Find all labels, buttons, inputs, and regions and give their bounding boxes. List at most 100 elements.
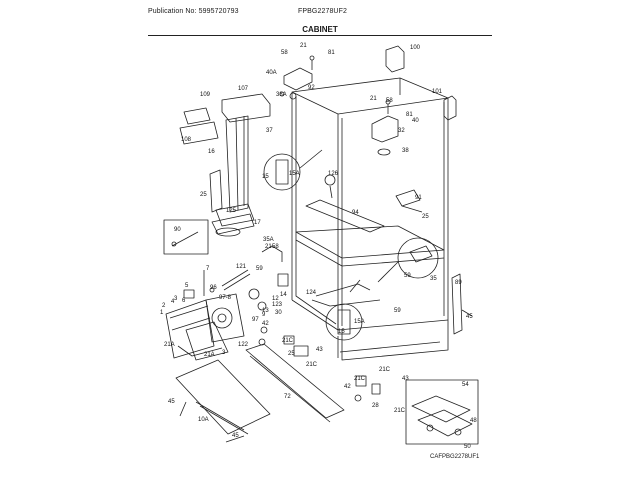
- hinge-bracket-100: [385, 45, 405, 73]
- part-label-97: 97: [252, 317, 259, 323]
- part-label-21a: 21A: [204, 352, 215, 358]
- part-label-40a: 40A: [266, 70, 277, 76]
- part-label-7: 7: [206, 266, 210, 272]
- part-label-42: 42: [344, 384, 351, 390]
- part-label-15a: 15A: [289, 171, 300, 177]
- part-label-30: 30: [275, 310, 282, 316]
- figure-code: CAFPBG2278UF1: [430, 454, 480, 460]
- part-label-32: 32: [398, 128, 405, 134]
- part-label-81: 81: [406, 112, 413, 118]
- part-label-92: 92: [308, 85, 315, 91]
- part-label-90: 90: [174, 227, 181, 233]
- part-14: [277, 273, 289, 287]
- publication-number: Publication No: 5995720793: [148, 8, 239, 15]
- part-label-16: 16: [208, 149, 215, 155]
- part-label-21c: 21C: [394, 408, 406, 414]
- part-label-58: 58: [281, 50, 288, 56]
- model-number: FPBG2278UF2: [298, 8, 347, 15]
- part-label-4: 4: [171, 299, 175, 305]
- part-label-3: 3: [174, 296, 178, 302]
- part-label-126: 126: [328, 171, 339, 177]
- part-label-125: 125: [226, 208, 237, 214]
- part-label-21c: 21C: [306, 362, 318, 368]
- part-label-43: 43: [316, 347, 323, 353]
- part-label-45: 45: [168, 399, 175, 405]
- section-title: CABINET: [302, 25, 338, 34]
- part-label-121: 121: [236, 264, 247, 270]
- part-label-59: 59: [404, 273, 411, 279]
- front-trim-72: [245, 343, 345, 423]
- part-label-89: 89: [455, 280, 462, 286]
- part-label-21c: 21C: [379, 367, 391, 373]
- part-label-94: 94: [352, 210, 359, 216]
- part-label-6: 6: [182, 298, 186, 304]
- panel-109: [183, 107, 211, 125]
- cabinet-shell: [291, 77, 449, 361]
- evaporator-housing: [165, 299, 229, 361]
- part-label-21: 21: [265, 244, 272, 250]
- part-label-58: 58: [386, 98, 393, 104]
- part-label-37: 37: [266, 128, 273, 134]
- top-hinge-left: [279, 55, 315, 100]
- part-label-38: 38: [402, 148, 409, 154]
- part-label-124: 124: [306, 290, 317, 296]
- header-divider: [148, 35, 492, 36]
- part-35a: [261, 245, 283, 262]
- part-label-14: 14: [280, 292, 287, 298]
- part-label-3: 3: [222, 350, 226, 356]
- part-label-35: 35: [430, 276, 437, 282]
- part-label-25: 25: [200, 192, 207, 198]
- part-label-15a: 15A: [354, 319, 365, 325]
- part-label-42: 42: [262, 321, 269, 327]
- part-label-28: 28: [372, 403, 379, 409]
- lower-hardware: [258, 326, 381, 402]
- part-91: [395, 189, 423, 213]
- part-label-81: 81: [328, 50, 335, 56]
- bracket-101: [443, 95, 457, 121]
- part-label-1: 1: [160, 310, 164, 316]
- part-label-15: 15: [262, 174, 269, 180]
- part-label-96: 96: [210, 285, 217, 291]
- part-label-108: 108: [181, 137, 192, 143]
- part-label-48: 48: [470, 418, 477, 424]
- part-124: [315, 283, 371, 297]
- part-label-40: 40: [412, 118, 419, 124]
- part-label-2: 2: [162, 303, 166, 309]
- part-label-17: 17: [254, 220, 261, 226]
- part-label-38a: 38A: [276, 92, 287, 98]
- parts-5-6-7: [183, 270, 215, 299]
- part-label-9: 9: [262, 312, 266, 318]
- bar-121: [221, 269, 251, 291]
- part-label-5: 5: [185, 283, 189, 289]
- part-label-45: 45: [232, 433, 239, 439]
- part-label-97-8: 97-8: [219, 295, 232, 301]
- part-label-45: 45: [466, 314, 473, 320]
- part-label-35a: 35A: [263, 237, 274, 243]
- top-hinge-right: [371, 99, 399, 156]
- detail-callout-lower: [325, 279, 363, 341]
- part-label-59: 59: [256, 266, 263, 272]
- part-label-101: 101: [432, 89, 443, 95]
- side-bracket-89: [451, 273, 473, 335]
- part-label-10a: 10A: [198, 417, 209, 423]
- part-label-122: 122: [238, 342, 249, 348]
- part-label-13: 13: [262, 308, 269, 314]
- part-label-58: 58: [272, 244, 279, 250]
- detail-callout-upper: [263, 149, 323, 191]
- part-label-59: 59: [394, 308, 401, 314]
- part-label-21c: 21C: [282, 338, 294, 344]
- screw-45-bottom: [225, 435, 245, 443]
- panel-108: [179, 121, 219, 145]
- part-label-15: 15: [338, 329, 345, 335]
- part-label-109: 109: [200, 92, 211, 98]
- part-label-100: 100: [410, 45, 421, 51]
- part-label-21c: 21C: [354, 376, 366, 382]
- screw-45-left: [179, 401, 187, 417]
- part-label-107: 107: [238, 86, 249, 92]
- part-label-21a: 21A: [164, 342, 175, 348]
- detail-box-90: [163, 219, 209, 255]
- part-label-21: 21: [300, 43, 307, 49]
- detail-box-roller-assembly: [405, 379, 479, 445]
